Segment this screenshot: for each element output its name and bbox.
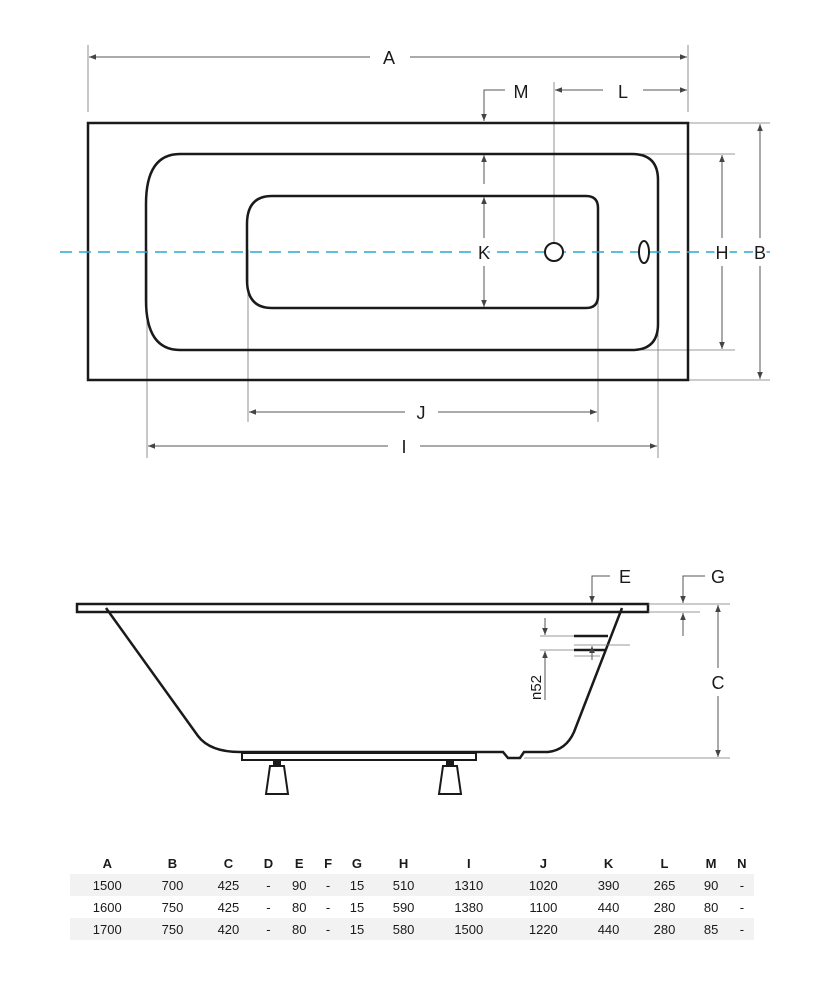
table-cell: - [739, 899, 745, 915]
table-cell: 15 [338, 918, 376, 940]
table-cell: 80 [703, 899, 719, 915]
side-rim [75, 602, 650, 614]
side-view: n52 E G C [75, 567, 730, 795]
top-view: A M L K H B J [60, 45, 770, 458]
support-frame [241, 752, 477, 761]
table-cell: 1500 [431, 918, 507, 940]
table-cell: 1310 [431, 874, 507, 896]
table-cell: 510 [375, 874, 432, 896]
leg-right [437, 760, 463, 795]
table-cell: 440 [580, 918, 637, 940]
dim-label-i: I [401, 437, 406, 457]
table-cell: 1600 [92, 899, 122, 915]
table-cell: 265 [636, 874, 693, 896]
table-header-cell: B [167, 856, 178, 871]
dim-leader-g [680, 575, 705, 603]
table-cell: - [256, 918, 281, 940]
bathtub-floor [245, 194, 600, 310]
table-header-cell: E [294, 856, 304, 871]
dim-label-h: H [716, 243, 729, 263]
table-cell: 15 [349, 899, 365, 915]
table-cell: 1100 [529, 899, 558, 915]
table-cell: 580 [375, 918, 432, 940]
table-header-cell: K [603, 856, 614, 871]
table-header-cell: H [398, 856, 409, 871]
table-header-cell: N [737, 856, 747, 871]
dim-label-l: L [618, 82, 628, 102]
table-cell: 90 [692, 874, 730, 896]
table-header-cell: M [705, 856, 717, 871]
table-cell: 15 [338, 874, 376, 896]
table-cell: 390 [580, 874, 637, 896]
table-header-cell: G [351, 856, 363, 871]
dim-label-e: E [619, 567, 631, 587]
bathtub-inner-basin [144, 152, 660, 352]
dim-leader-m [481, 89, 505, 121]
dim-label-g: G [711, 567, 725, 587]
dim-label-m: M [514, 82, 529, 102]
table-cell: 1220 [506, 918, 581, 940]
overflow-icon [638, 240, 650, 264]
table-cell: 750 [161, 899, 184, 915]
dim-label-c: C [712, 673, 725, 693]
table-cell: 85 [692, 918, 730, 940]
table-header-cell: J [539, 856, 547, 871]
table-cell: - [317, 874, 339, 896]
table-cell: - [266, 899, 271, 915]
table-cell: 280 [636, 918, 693, 940]
table-header-cell: L [660, 856, 669, 871]
table-header-cell: A [102, 856, 112, 871]
table-cell: 425 [200, 874, 257, 896]
dim-label-k: K [478, 243, 490, 263]
table-cell: 90 [280, 874, 318, 896]
table-cell: 80 [291, 899, 307, 915]
table-header-cell: I [466, 856, 471, 871]
table-header-cell: C [223, 856, 234, 871]
table-cell: 700 [144, 874, 201, 896]
table-cell: - [317, 918, 339, 940]
table-row: 1600 750 425 - 80 - 15 590 1380 1100 440… [70, 896, 754, 918]
table-header-row: A B C D E F G H I J K L M N [70, 853, 754, 874]
table-cell: - [729, 918, 754, 940]
table-row: 1700 750 420 - 80 - 15 580 1500 1220 440… [70, 918, 754, 940]
table-cell: 280 [653, 899, 676, 915]
table-cell: 1700 [70, 918, 145, 940]
table-cell: 420 [200, 918, 257, 940]
dim-label-b: B [754, 243, 766, 263]
table-cell: 1500 [70, 874, 145, 896]
table-cell: 590 [392, 899, 415, 915]
dim-label-a: A [383, 48, 395, 68]
dimensions-table: A B C D E F G H I J K L M N 1500 700 425… [70, 853, 754, 940]
side-body [104, 607, 624, 760]
table-cell: 750 [144, 918, 201, 940]
table-cell: - [729, 874, 754, 896]
leg-left [264, 760, 290, 795]
dim-label-j: J [417, 403, 426, 423]
table-header-cell: D [263, 856, 274, 871]
table-cell: - [256, 874, 281, 896]
drain-icon [544, 242, 564, 262]
table-cell: 80 [280, 918, 318, 940]
table-cell: 1020 [506, 874, 581, 896]
table-header-cell: F [324, 856, 333, 871]
table-cell: 1380 [454, 899, 484, 915]
dim-leader-e [589, 575, 610, 603]
table-cell: 425 [217, 899, 240, 915]
table-cell: - [325, 899, 331, 915]
dim-label-n52: n52 [528, 675, 545, 700]
table-row: 1500 700 425 - 90 - 15 510 1310 1020 390… [70, 874, 754, 896]
table-cell: 440 [597, 899, 620, 915]
